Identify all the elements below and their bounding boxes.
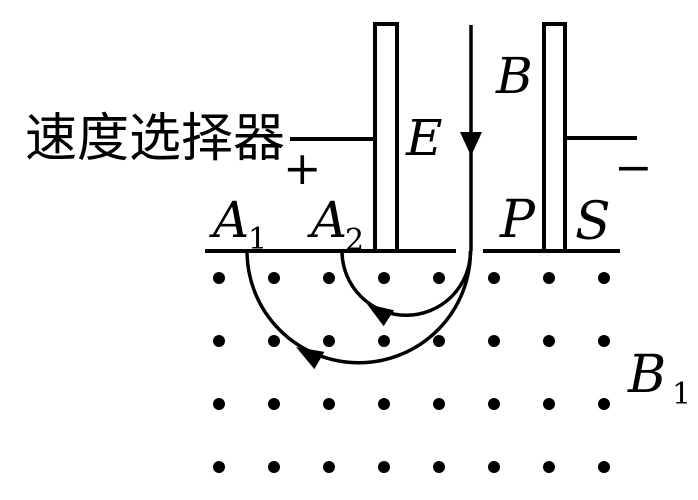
electric-field-label: E <box>405 109 443 167</box>
field-dot <box>433 461 445 473</box>
field-dot <box>378 272 390 284</box>
target-a2-subscript: 2 <box>345 223 364 258</box>
target-a2-label: A <box>307 191 347 249</box>
slit-s-label: S <box>575 192 611 252</box>
field-dot <box>323 398 335 410</box>
field-dot <box>213 272 225 284</box>
field-dot <box>433 272 445 284</box>
field-dot <box>268 272 280 284</box>
target-a1-subscript: 1 <box>248 222 267 257</box>
field-dot <box>213 461 225 473</box>
field-dot <box>433 398 445 410</box>
positive-plate-sign: + <box>283 141 322 195</box>
velocity-selector-title: 速度选择器 <box>25 109 285 169</box>
field-dot <box>543 398 555 410</box>
field-dot <box>323 335 335 347</box>
field-dot <box>543 461 555 473</box>
field-dot <box>543 335 555 347</box>
field-dot <box>378 335 390 347</box>
field-dot <box>323 272 335 284</box>
field-region-b1-subscript: 1 <box>672 377 691 412</box>
field-region-b1-label: B <box>627 345 666 405</box>
field-dot <box>433 335 445 347</box>
slit-p-label: P <box>499 190 536 250</box>
field-dot <box>488 272 500 284</box>
magnetic-field-label: B <box>495 47 533 105</box>
field-dot <box>488 398 500 410</box>
field-dot <box>598 272 610 284</box>
field-dot <box>488 461 500 473</box>
target-a1-label: A <box>209 191 249 249</box>
field-dot <box>488 335 500 347</box>
beam-direction-arrow-icon <box>460 132 482 156</box>
field-dot <box>543 272 555 284</box>
field-dot <box>268 335 280 347</box>
field-dot <box>378 398 390 410</box>
field-dot <box>598 398 610 410</box>
field-dot-grid <box>213 272 610 473</box>
trajectory-arrow-large-icon <box>296 347 325 370</box>
field-dot <box>598 335 610 347</box>
field-dot <box>213 398 225 410</box>
field-dot <box>213 335 225 347</box>
trajectory-arc-small <box>340 250 473 317</box>
field-dot <box>323 461 335 473</box>
trajectory-arrow-small-icon <box>367 304 394 327</box>
field-dot <box>378 461 390 473</box>
field-dot <box>268 398 280 410</box>
field-dot <box>268 461 280 473</box>
left-plate <box>373 22 399 253</box>
right-plate <box>542 22 567 253</box>
field-dot <box>598 461 610 473</box>
trajectory-arc-large <box>245 250 473 365</box>
negative-plate-sign: − <box>614 140 653 194</box>
